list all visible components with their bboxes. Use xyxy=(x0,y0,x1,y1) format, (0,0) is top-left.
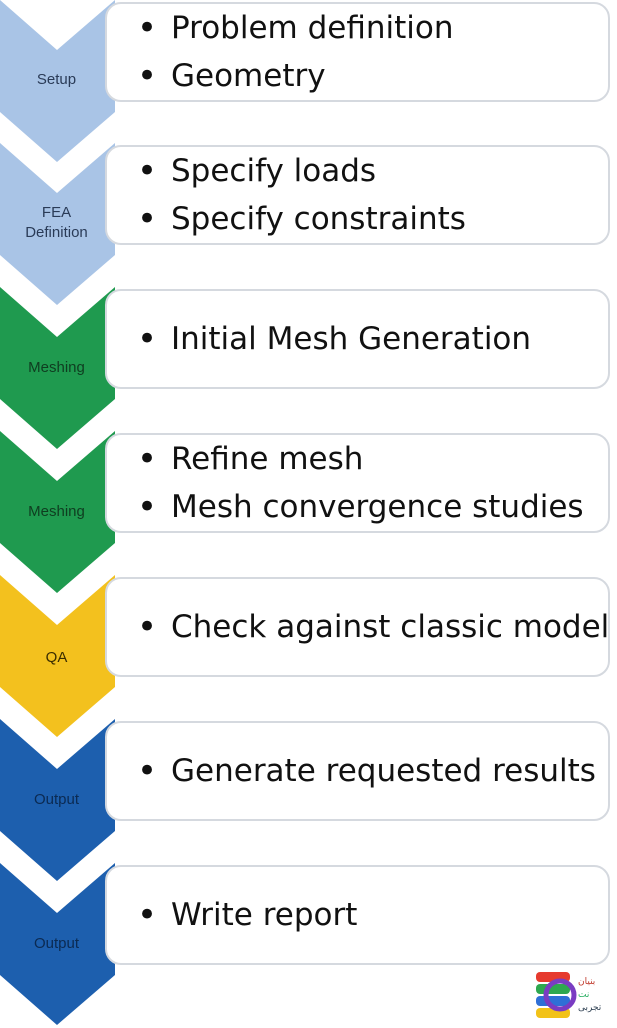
bullet-list: Problem definition Geometry xyxy=(137,4,598,100)
step-label-line: FEA xyxy=(41,204,72,221)
chevron-fill xyxy=(0,287,115,449)
bullet-item: Geometry xyxy=(137,52,598,100)
svg-text:بنیان: بنیان xyxy=(578,977,595,987)
bullet-item: Write report xyxy=(137,891,598,939)
svg-text:نت: نت xyxy=(578,990,589,1000)
step-label: Meshing xyxy=(28,359,85,376)
chevron-shape xyxy=(0,575,115,737)
bullet-list: Check against classic model xyxy=(137,579,609,675)
step-label: Meshing xyxy=(28,503,85,520)
bullet-item: Specify constraints xyxy=(137,195,598,243)
chevron-shape xyxy=(0,0,115,162)
bullet-item: Check against classic model xyxy=(137,603,609,651)
bullet-list: Write report xyxy=(137,867,598,963)
bullet-item: Mesh convergence studies xyxy=(137,483,598,531)
bullet-item: Initial Mesh Generation xyxy=(137,315,598,363)
step-content-box: Specify loads Specify constraints xyxy=(105,145,610,245)
step-label: Output xyxy=(33,791,80,808)
chevron-shape xyxy=(0,287,115,449)
step-label: Setup xyxy=(36,71,77,88)
step-content-box: Check against classic model xyxy=(105,577,610,677)
step-label: QA xyxy=(45,649,68,666)
step-content-box: Problem definition Geometry xyxy=(105,2,610,102)
bullet-list: Initial Mesh Generation xyxy=(137,291,598,387)
bullet-list: Generate requested results xyxy=(137,723,598,819)
chevron-fill xyxy=(0,719,115,881)
chevron-fill xyxy=(0,143,115,305)
bullet-item: Generate requested results xyxy=(137,747,598,795)
bullet-list: Refine mesh Mesh convergence studies xyxy=(137,435,598,531)
svg-text:تجربی: تجربی xyxy=(578,1003,602,1013)
step-content-box: Generate requested results xyxy=(105,721,610,821)
step-label: Output xyxy=(33,935,80,952)
watermark-logo: بنیان نت تجربی xyxy=(532,968,612,1022)
chevron-shape xyxy=(0,719,115,881)
chevron-shape xyxy=(0,863,115,1025)
chevron-fill xyxy=(0,0,115,162)
step-content-box: Refine mesh Mesh convergence studies xyxy=(105,433,610,533)
chevron-shape xyxy=(0,143,115,305)
bullet-list: Specify loads Specify constraints xyxy=(137,147,598,243)
step-content-box: Write report xyxy=(105,865,610,965)
step-label-line: Definition xyxy=(25,224,88,241)
bullet-item: Specify loads xyxy=(137,147,598,195)
chevron-fill xyxy=(0,863,115,1025)
watermark-logo-icon: بنیان نت تجربی xyxy=(536,972,602,1018)
bullet-item: Refine mesh xyxy=(137,435,598,483)
chevron-fill xyxy=(0,575,115,737)
step-content-box: Initial Mesh Generation xyxy=(105,289,610,389)
step-label: FEA Definition xyxy=(0,203,113,243)
chevron-shape xyxy=(0,431,115,593)
bullet-item: Problem definition xyxy=(137,4,598,52)
chevron-fill xyxy=(0,431,115,593)
